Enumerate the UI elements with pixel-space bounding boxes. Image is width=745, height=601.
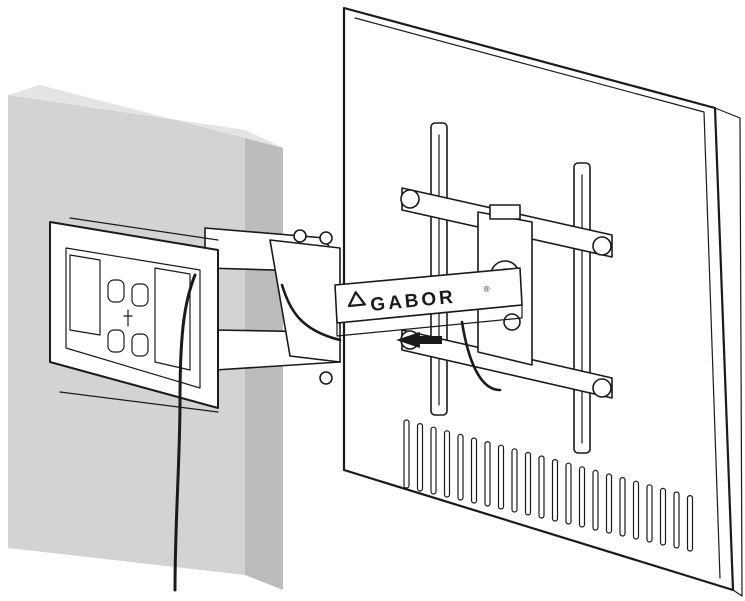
brand-arm-plate [334, 267, 523, 337]
vent-slot [430, 426, 437, 495]
registered-trademark-mark: ® [483, 284, 490, 294]
vent-slot [511, 448, 518, 513]
wall-mount-plate [49, 217, 219, 413]
vent-slot [443, 430, 451, 498]
vent-slot [673, 491, 680, 549]
vent-slot [470, 437, 478, 504]
vent-slot [538, 455, 545, 519]
gabor-logo-icon [347, 291, 367, 308]
vent-slot [646, 484, 653, 543]
vent-slot [497, 444, 505, 510]
vent-slot [457, 433, 464, 501]
vent-slot [524, 451, 532, 516]
vent-slot [416, 423, 424, 492]
tv-horizontal-bar-bottom [400, 329, 613, 399]
vent-slot [592, 469, 599, 531]
vent-slot [632, 480, 640, 540]
vent-slot [659, 487, 667, 546]
arrow-left-icon [396, 332, 442, 348]
wall-top-face [8, 85, 283, 148]
tv-vertical-rail-right [573, 162, 591, 454]
vent-slot [605, 473, 613, 534]
vent-slot [565, 462, 572, 525]
extension-arm [204, 227, 341, 385]
tv-vent-slots [403, 419, 694, 552]
vent-slot [403, 419, 410, 489]
vent-slot [578, 466, 586, 528]
signal-cable [280, 283, 502, 392]
vent-slot [686, 495, 694, 552]
tv-vertical-rail-left [430, 122, 448, 416]
vent-slot [484, 441, 491, 507]
vent-slot [619, 477, 626, 537]
power-cable [173, 273, 197, 592]
vent-slot [551, 459, 559, 522]
